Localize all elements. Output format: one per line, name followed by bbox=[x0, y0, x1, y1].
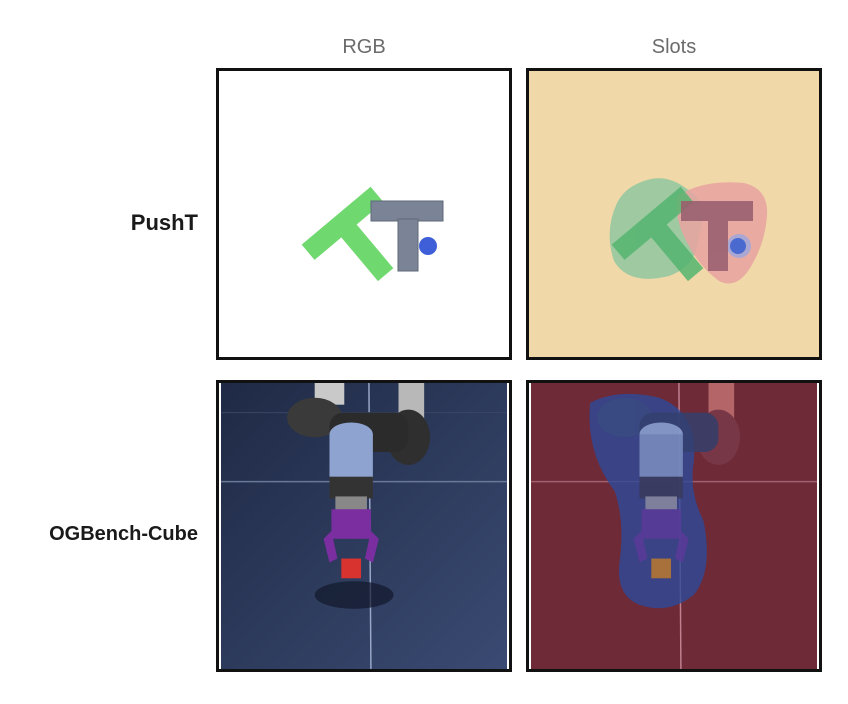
slot-gripper-left-finger bbox=[633, 530, 648, 563]
slot-arm-flange bbox=[645, 496, 677, 511]
pusht-rgb-image bbox=[216, 68, 512, 360]
pusht-agent-dot bbox=[419, 237, 437, 255]
slot-green-t-shape bbox=[611, 186, 704, 282]
red-cube bbox=[341, 558, 362, 579]
pusht-green-t-shape bbox=[301, 186, 394, 282]
slot-robot-arm bbox=[597, 383, 741, 563]
slot-gray-t-shape bbox=[681, 201, 753, 271]
ogbench-cube-slots-image bbox=[526, 380, 822, 672]
gripper-body bbox=[331, 509, 371, 539]
ogbench-cube-rgb-image bbox=[216, 380, 512, 672]
slot-arm-wrist-joint bbox=[639, 476, 683, 499]
pusht-rgb-scene bbox=[219, 71, 509, 357]
pusht-slots-image bbox=[526, 68, 822, 360]
slot-arm-wrist-link bbox=[639, 434, 683, 479]
row-label-ogbench-cube: OGBench-Cube bbox=[49, 523, 198, 545]
gripper-right-finger bbox=[364, 530, 379, 563]
slot-cube bbox=[651, 558, 672, 579]
arm-shadow bbox=[314, 581, 394, 609]
slot-gripper-body bbox=[641, 509, 681, 539]
slot-gripper-right-finger bbox=[674, 530, 689, 563]
slot-agent-dot bbox=[730, 238, 746, 254]
arm-wrist-link bbox=[329, 434, 373, 479]
arm-elbow-joint bbox=[287, 397, 343, 438]
pusht-gray-t-shape bbox=[370, 200, 444, 272]
arm-wrist-joint bbox=[329, 476, 373, 499]
robot-arm bbox=[287, 383, 431, 563]
row-label-pusht: PushT bbox=[130, 210, 198, 235]
arm-flange bbox=[335, 496, 367, 511]
gripper-left-finger bbox=[323, 530, 338, 563]
column-header-slots: Slots bbox=[651, 36, 697, 58]
slot-arm-elbow-joint bbox=[597, 397, 653, 438]
ogbench-cube-rgb-scene bbox=[221, 383, 507, 669]
ogbench-cube-slots-scene bbox=[531, 383, 817, 669]
column-header-rgb: RGB bbox=[342, 36, 386, 58]
pusht-slots-scene bbox=[529, 71, 819, 357]
